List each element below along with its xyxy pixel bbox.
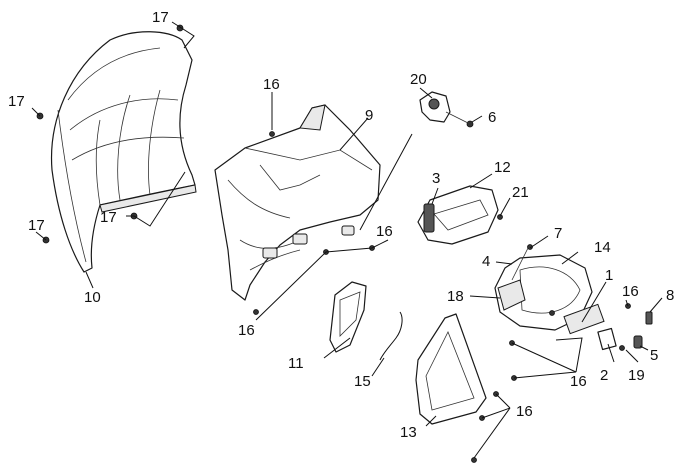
callout-13: 13 <box>400 424 417 441</box>
callout-labels: 17 17 17 17 10 16 9 20 6 3 12 21 16 7 14… <box>8 9 674 441</box>
callout-3: 3 <box>432 170 440 187</box>
part-9-inner-cover <box>214 104 381 315</box>
callout-6: 6 <box>488 109 496 126</box>
callout-20: 20 <box>410 71 427 88</box>
callout-11: 11 <box>288 355 304 372</box>
part-14-meter-assembly <box>494 244 605 335</box>
callout-16-upper: 16 <box>263 76 280 93</box>
callout-8: 8 <box>666 287 674 304</box>
callout-18: 18 <box>447 288 464 305</box>
part-20-bracket <box>419 91 474 128</box>
leader-lines <box>31 21 663 459</box>
callout-16-lower-left: 16 <box>238 322 255 339</box>
callout-16-mid: 16 <box>376 223 393 240</box>
callout-15: 15 <box>354 373 371 390</box>
callout-12: 12 <box>494 159 511 176</box>
callout-16-lower-mid: 16 <box>570 373 587 390</box>
callout-1: 1 <box>605 267 613 284</box>
callout-4: 4 <box>482 253 490 270</box>
callout-17-top: 17 <box>152 9 169 26</box>
callout-17-left-bottom: 17 <box>28 217 45 234</box>
callout-9: 9 <box>365 107 373 124</box>
callout-17-middle: 17 <box>100 209 117 226</box>
part-11-cover <box>329 281 367 353</box>
callout-19: 19 <box>628 367 645 384</box>
callout-5: 5 <box>650 347 658 364</box>
part-12-lid <box>417 185 503 245</box>
part-10-leg-shield <box>50 31 197 273</box>
callout-16-right: 16 <box>622 283 639 300</box>
part-15-wire <box>379 311 403 361</box>
part-2-19-5-8-switch-parts <box>597 303 653 351</box>
callout-2: 2 <box>600 367 608 384</box>
callout-14: 14 <box>594 239 611 256</box>
callout-16-lower-right: 16 <box>516 403 533 420</box>
callout-17-left-top: 17 <box>8 93 25 110</box>
part-13-lower-cover <box>415 313 517 463</box>
callout-10: 10 <box>84 289 101 306</box>
callout-21: 21 <box>512 184 529 201</box>
callout-7: 7 <box>554 225 562 242</box>
